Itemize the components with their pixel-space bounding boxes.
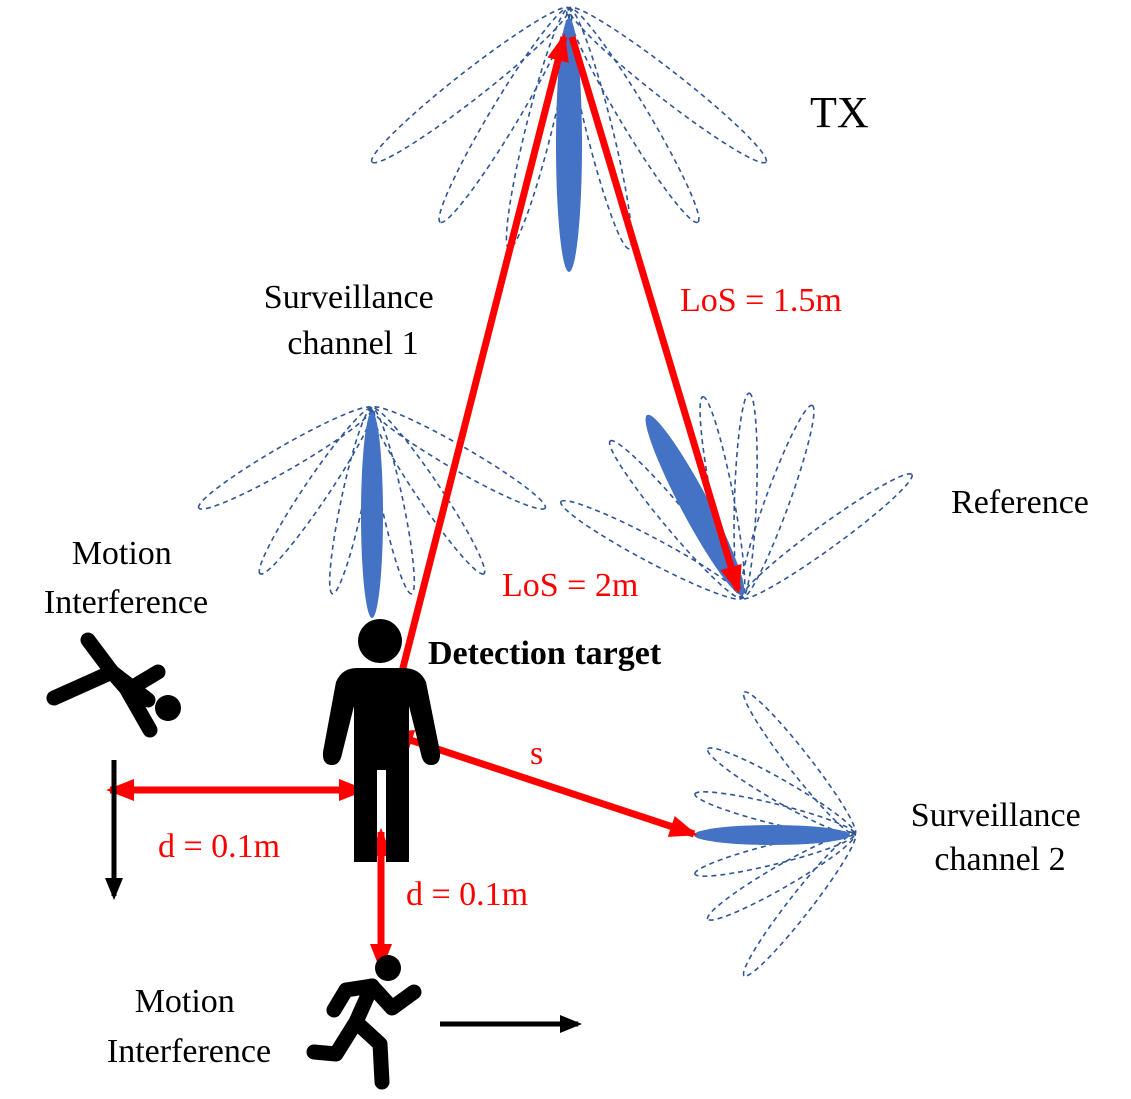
s2-side-lobe: [742, 832, 857, 977]
s-arrow-target-surveillance2: [385, 729, 698, 838]
los-arrow-tx-target: [389, 33, 569, 707]
motion-interference-left-line2: Interference: [44, 584, 208, 621]
surveillance-1-label: Surveillance channel 1: [264, 279, 442, 362]
surveillance-1-antenna-pattern-icon: [197, 406, 547, 618]
tx-side-lobe: [567, 6, 768, 164]
surveillance-1-label-line1: Surveillance: [264, 279, 434, 316]
surveillance-2-main-beam: [694, 825, 850, 845]
s1-side-lobe: [197, 406, 374, 510]
motion-interference-left-line1: Motion: [72, 535, 172, 572]
motion-interference-bottom-line2: Interference: [107, 1033, 271, 1070]
person-falling-icon: [46, 632, 181, 738]
s1-side-lobe: [258, 406, 374, 575]
surveillance-2-label: Surveillance channel 2: [911, 797, 1089, 878]
tx-antenna-pattern-icon: [370, 6, 768, 272]
los-tx-reference-label: LoS = 1.5m: [680, 282, 842, 319]
los-tx-target-label: LoS = 2m: [502, 567, 638, 604]
surveillance-1-label-line2: channel 1: [287, 325, 418, 362]
distance-d-bottom-label: d = 0.1m: [406, 876, 528, 913]
s2-side-lobe: [742, 691, 857, 836]
distance-arrows: [106, 33, 742, 972]
motion-interference-bottom-line1: Motion: [135, 983, 235, 1020]
surveillance-1-main-beam: [361, 412, 383, 618]
surveillance-2-antenna-pattern-icon: [694, 691, 857, 977]
person-running-icon: [306, 955, 422, 1090]
distance-s-label: s: [530, 735, 543, 772]
los-arrow-tx-reference: [568, 35, 742, 594]
person-standing-icon: [322, 619, 441, 862]
motion-interference-bottom-label: Motion Interference: [107, 983, 271, 1070]
reference-label: Reference: [951, 484, 1089, 521]
detection-target-label: Detection target: [428, 635, 662, 672]
motion-interference-left-label: Motion Interference: [44, 535, 208, 621]
distance-d-left-label: d = 0.1m: [158, 828, 280, 865]
reference-main-beam: [645, 414, 745, 596]
tx-label: TX: [810, 88, 869, 137]
surveillance-2-label-line1: Surveillance: [911, 797, 1081, 834]
ref-side-lobe: [739, 404, 815, 599]
ref-side-lobe: [740, 473, 913, 600]
surveillance-2-label-line2: channel 2: [934, 841, 1065, 878]
